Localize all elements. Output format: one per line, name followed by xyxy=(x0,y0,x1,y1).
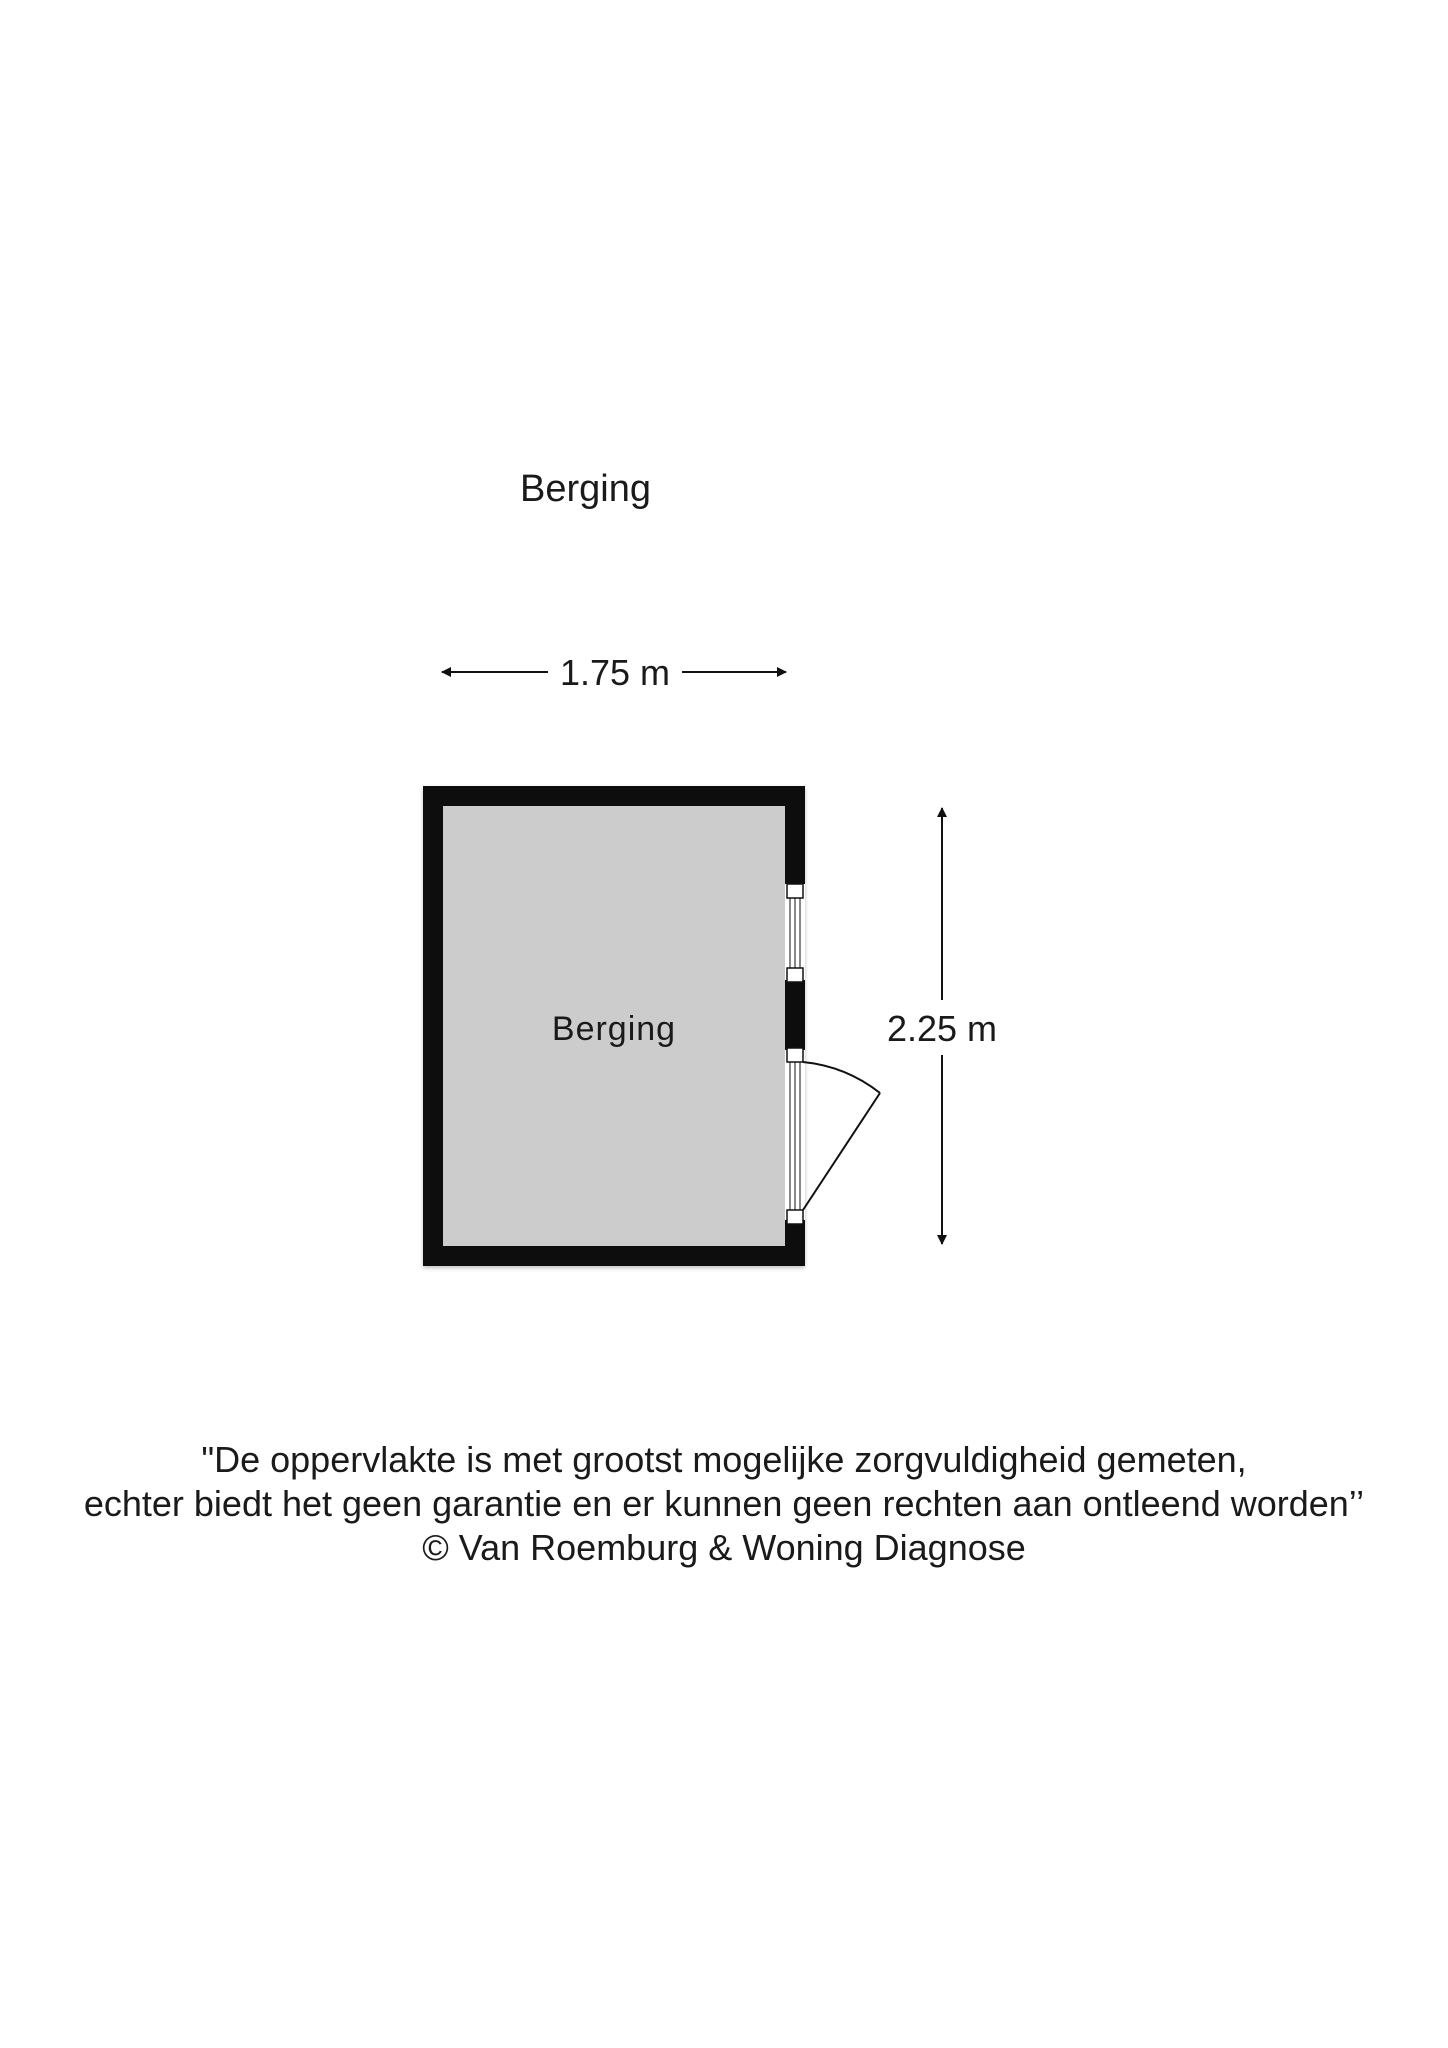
door-swing-arc xyxy=(802,1061,881,1094)
copyright-line: © Van Roemburg & Woning Diagnose xyxy=(422,1527,1026,1568)
room-floor xyxy=(443,806,785,1246)
door xyxy=(786,1047,881,1225)
disclaimer-line-1: "De oppervlakte is met grootst mogelijke… xyxy=(201,1439,1247,1480)
depth-dimension: 2.25 m xyxy=(887,807,997,1245)
room-label: Berging xyxy=(552,1010,676,1048)
room-berging: Berging xyxy=(423,786,881,1266)
window-frame-top xyxy=(786,883,804,899)
window xyxy=(786,883,804,983)
depth-dimension-label: 2.25 m xyxy=(887,1008,997,1049)
door-frame-bottom xyxy=(786,1209,804,1225)
window-frame-bottom xyxy=(786,967,804,983)
door-leaf xyxy=(802,1092,881,1211)
disclaimer-line-2: echter biedt het geen garantie en er kun… xyxy=(83,1483,1365,1524)
floor-title: Berging xyxy=(520,468,651,510)
door-frame-top xyxy=(786,1047,804,1063)
width-dimension-label: 1.75 m xyxy=(560,652,670,693)
disclaimer: "De oppervlakte is met grootst mogelijke… xyxy=(0,1438,1448,1570)
width-dimension: 1.75 m xyxy=(441,652,787,693)
